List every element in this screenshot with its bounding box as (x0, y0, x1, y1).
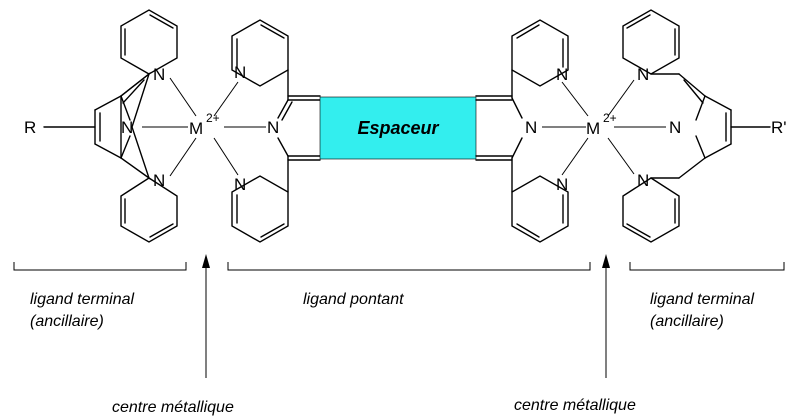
right-terminal-ligand (607, 9, 771, 243)
left-top-n: N (153, 65, 165, 84)
bridge-left-top-n: N (234, 63, 246, 82)
r-right-label: R' (771, 118, 787, 137)
left-metal-label: M (189, 119, 203, 138)
spacer-box (319, 96, 477, 160)
right-metal-label: M (586, 119, 600, 138)
right-top-pyridine-ring (622, 9, 680, 75)
left-top-pyridine-ring (120, 9, 178, 75)
arrow-left-metal (202, 254, 210, 378)
caption-terminal-left-line2: (ancillaire) (30, 313, 104, 330)
left-bottom-n: N (153, 171, 165, 190)
right-central-pyridine-ring (650, 73, 732, 179)
right-bottom-n: N (637, 171, 649, 190)
arrow-right-metal (602, 254, 610, 378)
right-metal-charge: 2+ (603, 111, 617, 125)
bridge-left-central-n: N (267, 118, 279, 137)
bracket-left-terminal (13, 262, 187, 271)
bridge-right-top-pyridine-ring (511, 19, 569, 87)
caption-metal-center-left: centre métallique (112, 399, 234, 416)
left-metal-charge: 2+ (206, 111, 220, 125)
left-terminal-ligand (43, 9, 197, 243)
caption-terminal-right-line2: (ancillaire) (650, 313, 724, 330)
left-central-n: N (121, 118, 133, 137)
caption-metal-center-right: centre métallique (514, 397, 636, 414)
right-top-n: N (637, 65, 649, 84)
r-left-label: R (24, 118, 36, 137)
bridge-right-bottom-pyridine-ring (511, 175, 569, 243)
left-bottom-pyridine-ring (120, 177, 178, 243)
right-central-n: N (669, 118, 681, 137)
bridge-right-central-n: N (525, 118, 537, 137)
bridge-right-top-n: N (556, 65, 568, 84)
spacer-label: Espaceur (357, 118, 439, 138)
bracket-bridging (227, 262, 591, 271)
bridge-left-bottom-n: N (234, 175, 246, 194)
bridge-left-bottom-pyridine-ring (231, 175, 289, 243)
caption-terminal-right-line1: ligand terminal (650, 291, 755, 308)
caption-terminal-left-line1: ligand terminal (30, 291, 135, 308)
right-bottom-pyridine-ring (622, 177, 680, 243)
bridge-right-bottom-n: N (556, 175, 568, 194)
caption-bridging: ligand pontant (303, 291, 404, 308)
bridging-ligand-right-half (475, 19, 589, 243)
bracket-right-terminal (629, 262, 785, 271)
bridging-ligand-left-half (213, 19, 321, 243)
left-coordination-bond-top (169, 77, 197, 117)
bridge-left-top-pyridine-ring (231, 19, 289, 87)
left-coordination-bond-bottom (169, 137, 197, 177)
